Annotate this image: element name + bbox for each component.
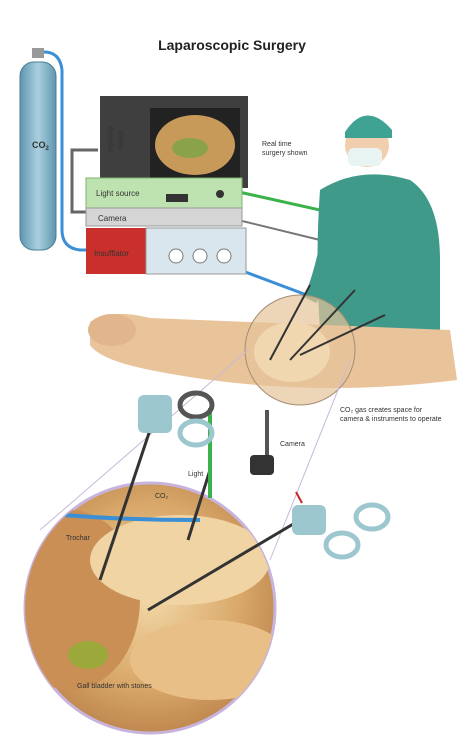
- light-source-unit: Light source: [86, 178, 242, 210]
- gallbladder-label: Gall bladder with stones: [77, 683, 152, 690]
- realtime-label-2: surgery shown: [262, 150, 308, 157]
- video-monitor-label-2: monitor: [106, 126, 115, 153]
- grasper-handle-right: [292, 492, 388, 557]
- insufflator-unit: Insufflator: [86, 228, 246, 274]
- diagram-title: Laparoscopic Surgery: [158, 37, 306, 53]
- co2-label: CO₂: [155, 493, 169, 500]
- co2-space-label-2: camera & instruments to operate: [340, 416, 442, 423]
- realtime-label-1: Real time: [262, 141, 292, 148]
- co2-tank: CO2: [20, 48, 56, 250]
- surgeon: [310, 115, 440, 330]
- trochar-label: Trochar: [66, 535, 91, 542]
- insufflator-label: Insufflator: [94, 249, 129, 258]
- video-monitor-label-1: Video: [116, 130, 125, 151]
- co2-space-label-1: CO₂ gas creates space for: [340, 407, 423, 414]
- camera-unit-label: Camera: [98, 214, 127, 223]
- light-source-label: Light source: [96, 189, 140, 198]
- video-monitor: Video monitor: [100, 96, 248, 188]
- camera-unit: Camera: [86, 208, 242, 226]
- internal-view: [0, 483, 290, 733]
- camera-label: Camera: [280, 441, 305, 448]
- light-label: Light: [188, 471, 203, 478]
- co2-tank-label: CO: [32, 140, 46, 150]
